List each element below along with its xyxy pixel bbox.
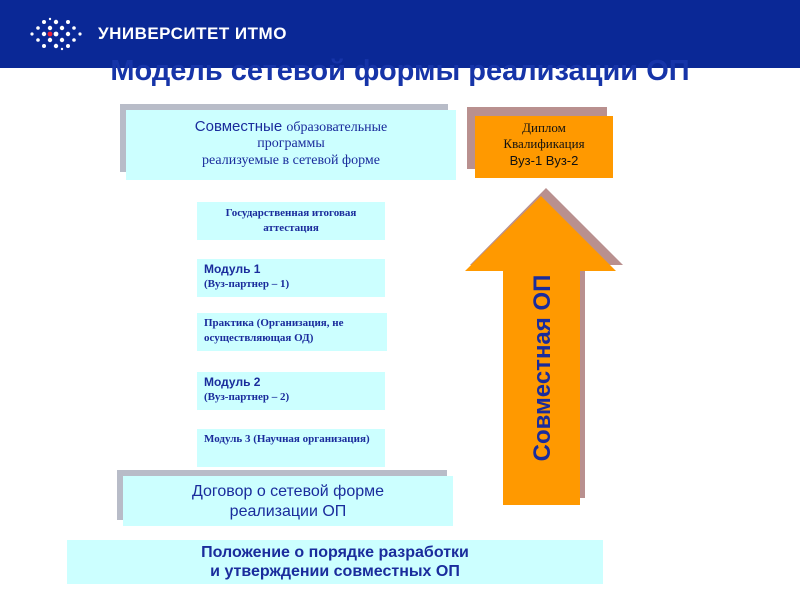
contract-box: Договор о сетевой форме реализации ОП	[123, 476, 453, 526]
module3-box: Модуль 3 (Научная организация)	[197, 429, 385, 467]
module2-box: Модуль 2 (Вуз-партнер – 2)	[197, 372, 385, 410]
module2-title: Модуль 2	[204, 375, 261, 389]
logo-text: УНИВЕРСИТЕТ ИТМО	[98, 24, 287, 43]
header-bar: УНИВЕРСИТЕТ ИТМО	[0, 0, 800, 68]
contract-line1: Договор о сетевой форме	[191, 483, 385, 500]
contract-line2: реализации ОП	[229, 503, 347, 520]
page-title: Модель сетевой формы реализации ОП	[110, 55, 690, 87]
joint-programs-line1: Совместные образовательные	[126, 118, 456, 136]
joint-programs-word1: Совместные	[194, 118, 287, 135]
module2-subtitle: (Вуз-партнер – 2)	[204, 391, 290, 403]
itmo-logo-icon	[30, 17, 82, 51]
diploma-label: Диплом	[522, 120, 566, 135]
arrow-label-text: Совместная ОП	[529, 274, 556, 462]
joint-programs-word2: образовательные	[286, 120, 388, 135]
regulation-line2: и утверждении совместных ОП	[210, 563, 460, 580]
module1-title: Модуль 1	[204, 262, 261, 276]
regulation-line1: Положение о порядке разработки	[201, 544, 469, 561]
module1-subtitle: (Вуз-партнер – 1)	[204, 278, 290, 290]
regulation-box: Положение о порядке разработки и утвержд…	[67, 540, 603, 584]
module1-box: Модуль 1 (Вуз-партнер – 1)	[197, 259, 385, 297]
universities-label: Вуз-1 Вуз-2	[509, 153, 579, 168]
practice-box: Практика (Организация, не осуществляющая…	[197, 313, 387, 351]
joint-programs-box: Совместные образовательные программы реа…	[126, 110, 456, 180]
diploma-box: Диплом Квалификация Вуз-1 Вуз-2	[475, 116, 613, 178]
joint-programs-line2: программы	[257, 136, 325, 151]
qualification-label: Квалификация	[503, 136, 585, 151]
state-attestation-box: Государственная итоговая аттестация	[197, 202, 385, 240]
joint-programs-line3: реализуемые в сетевой форме	[202, 153, 380, 168]
